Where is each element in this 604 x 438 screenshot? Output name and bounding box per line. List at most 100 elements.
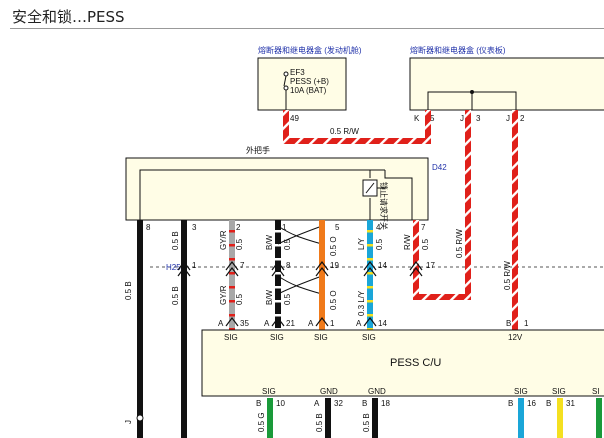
connector-d42: D42: [432, 163, 447, 172]
wires: 0.5 B J 0.5 B 0.5 B GY/R 0.5 GY/R 0.5 B/…: [124, 110, 602, 438]
svg-text:SIG: SIG: [514, 387, 528, 396]
svg-text:19: 19: [330, 261, 339, 270]
svg-text:0.5 B: 0.5 B: [362, 413, 371, 432]
handle-pins: 8 3 2 1 5 4 7: [146, 223, 426, 232]
svg-text:0.5 B: 0.5 B: [171, 231, 180, 250]
svg-text:0.5: 0.5: [375, 238, 384, 250]
svg-text:SIG: SIG: [224, 333, 238, 342]
fuse-label-ef3: EF3: [290, 68, 305, 77]
svg-text:A: A: [264, 319, 270, 328]
svg-text:B/W: B/W: [265, 289, 274, 305]
svg-text:B/W: B/W: [265, 234, 274, 250]
svg-text:0.5: 0.5: [283, 238, 292, 250]
svg-text:21: 21: [286, 319, 295, 328]
pin-5: 5: [430, 114, 435, 123]
svg-text:L/Y: L/Y: [357, 237, 366, 250]
svg-text:0.5 O: 0.5 O: [329, 236, 338, 256]
svg-text:B: B: [506, 319, 511, 328]
pin-j1: J: [460, 114, 464, 123]
pin-3: 3: [476, 114, 481, 123]
svg-text:SIG: SIG: [314, 333, 328, 342]
h25-chevrons: [177, 261, 423, 277]
svg-text:0.5 G: 0.5 G: [257, 412, 266, 432]
pess-title: PESS C/U: [390, 357, 441, 369]
fuse-box-dash-title: 熔断器和继电器盒 (仪表板): [410, 45, 506, 55]
svg-text:7: 7: [421, 223, 426, 232]
svg-text:32: 32: [334, 399, 343, 408]
svg-text:SIG: SIG: [552, 387, 566, 396]
svg-text:0.5: 0.5: [235, 238, 244, 250]
svg-text:8: 8: [146, 223, 151, 232]
svg-text:B: B: [546, 399, 551, 408]
svg-text:A: A: [356, 319, 362, 328]
fuse-box-engine: 熔断器和继电器盒 (发动机舱) EF3 PESS (+B) 10A (BAT) …: [257, 45, 362, 123]
svg-text:0.5 B: 0.5 B: [171, 286, 180, 305]
svg-text:A: A: [308, 319, 314, 328]
pin-49: 49: [290, 114, 299, 123]
wire-label-rw-top: 0.5 R/W: [330, 127, 359, 136]
outside-handle-title: 外把手: [246, 145, 270, 155]
svg-text:4: 4: [376, 223, 381, 232]
svg-text:3: 3: [192, 223, 197, 232]
svg-text:SIG: SIG: [270, 333, 284, 342]
pin-2: 2: [520, 114, 525, 123]
fuse-box-engine-title: 熔断器和继电器盒 (发动机舱): [258, 45, 362, 55]
svg-text:14: 14: [378, 261, 387, 270]
connector-h25: H25: [166, 263, 181, 272]
fuse-label-rating: 10A (BAT): [290, 86, 327, 95]
svg-text:1: 1: [524, 319, 529, 328]
svg-text:0.5 O: 0.5 O: [329, 290, 338, 310]
svg-text:1: 1: [282, 223, 287, 232]
svg-text:17: 17: [426, 261, 435, 270]
svg-text:GND: GND: [320, 387, 338, 396]
title-divider: [10, 28, 604, 29]
svg-text:R/W: R/W: [403, 234, 412, 250]
svg-text:18: 18: [381, 399, 390, 408]
h25-pins: 1 7 8 19 14 17: [192, 261, 435, 270]
svg-text:SIG: SIG: [262, 387, 276, 396]
svg-text:0.5: 0.5: [235, 293, 244, 305]
svg-text:0.5 R/W: 0.5 R/W: [455, 229, 464, 258]
outside-handle: 外把手 D42 锁止请求开关: [125, 145, 447, 230]
svg-text:0.5 R/W: 0.5 R/W: [503, 261, 512, 290]
svg-text:J: J: [124, 420, 133, 424]
svg-text:GY/R: GY/R: [219, 285, 228, 305]
svg-text:1: 1: [330, 319, 335, 328]
svg-text:5: 5: [335, 223, 340, 232]
svg-text:14: 14: [378, 319, 387, 328]
svg-text:0.3 L/Y: 0.3 L/Y: [357, 290, 366, 316]
svg-text:A: A: [218, 319, 224, 328]
pess-top-chevrons: [225, 317, 377, 327]
svg-text:GY/R: GY/R: [219, 230, 228, 250]
svg-text:B: B: [362, 399, 367, 408]
svg-text:12V: 12V: [508, 333, 523, 342]
svg-text:10: 10: [276, 399, 285, 408]
svg-text:B: B: [508, 399, 513, 408]
pess-bottom-pins: B 10 A 32 B 18 B 16 B 31: [256, 399, 575, 408]
pin-k: K: [414, 114, 420, 123]
svg-text:0.5 B: 0.5 B: [315, 413, 324, 432]
svg-text:16: 16: [527, 399, 536, 408]
lock-switch-label: 锁止请求开关: [379, 182, 389, 230]
fuse-label-pess: PESS (+B): [290, 77, 329, 86]
pess-top-pins: A 35 A 21 A 1 A 14 B 1: [218, 319, 529, 328]
svg-text:A: A: [314, 399, 320, 408]
svg-text:B: B: [256, 399, 261, 408]
svg-text:35: 35: [240, 319, 249, 328]
svg-text:2: 2: [236, 223, 241, 232]
svg-text:7: 7: [240, 261, 245, 270]
page-title: 安全和锁…PESS: [12, 8, 125, 26]
pin-j2: J: [506, 114, 510, 123]
svg-text:31: 31: [566, 399, 575, 408]
svg-text:0.5: 0.5: [421, 238, 430, 250]
wire-rw-top: 0.5 R/W: [283, 110, 431, 144]
svg-text:1: 1: [192, 261, 197, 270]
svg-text:SI: SI: [592, 387, 600, 396]
svg-text:GND: GND: [368, 387, 386, 396]
svg-text:0.5: 0.5: [283, 293, 292, 305]
svg-text:0.5 B: 0.5 B: [124, 281, 133, 300]
pess-control-unit: PESS C/U SIG SIG SIG SIG 12V SIG GND GND…: [201, 329, 604, 397]
fuse-box-dash: 熔断器和继电器盒 (仪表板) K 5 J 3 J 2: [409, 45, 604, 123]
svg-text:SIG: SIG: [362, 333, 376, 342]
